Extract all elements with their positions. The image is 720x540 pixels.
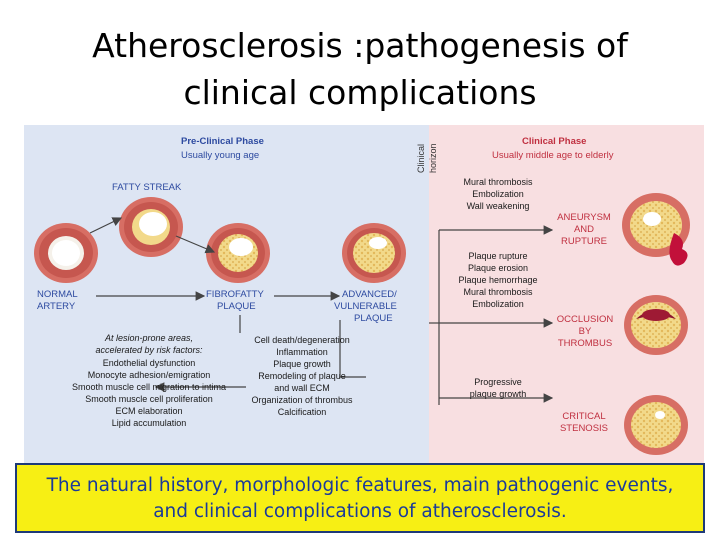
caption-line-1: The natural history, morphologic feature… bbox=[46, 475, 674, 496]
plaque-events-block: Cell death/degeneration Inflammation Pla… bbox=[251, 335, 353, 417]
risk-factors-block: At lesion-prone areas, accelerated by ri… bbox=[72, 333, 226, 428]
clinical-arrows bbox=[429, 225, 554, 405]
advanced-label-1: ADVANCED/ bbox=[342, 289, 397, 300]
clinical-subtitle: Usually middle age to elderly bbox=[492, 150, 614, 161]
risk-factor-item: Lipid accumulation bbox=[112, 418, 187, 428]
aneurysm-artery-image bbox=[622, 193, 690, 266]
caption-line-2: and clinical complications of atheroscle… bbox=[153, 501, 567, 522]
normal-artery-label-2: ARTERY bbox=[37, 301, 76, 312]
outcome-label-line: RUPTURE bbox=[561, 236, 607, 247]
plaque-event-item: Plaque growth bbox=[273, 359, 331, 369]
outcome-label-line: THROMBUS bbox=[558, 338, 612, 349]
progression-arrows bbox=[89, 217, 366, 392]
clinical-event-item: Plaque rupture bbox=[468, 251, 527, 261]
preclinical-subtitle: Usually young age bbox=[181, 150, 259, 161]
figure-caption: The natural history, morphologic feature… bbox=[15, 463, 705, 533]
outcome-label-line: BY bbox=[579, 326, 592, 337]
outcome-label-line: OCCLUSION bbox=[557, 314, 614, 325]
clinical-horizon-line1: Clinical bbox=[416, 144, 426, 173]
clinical-event-item: plaque growth bbox=[470, 389, 527, 399]
risk-factor-item: Smooth muscle cell proliferation bbox=[85, 394, 213, 404]
clinical-event-item: Wall weakening bbox=[467, 201, 530, 211]
occlusion-causes: Plaque rupture Plaque erosion Plaque hem… bbox=[458, 251, 537, 309]
clinical-event-item: Progressive bbox=[474, 377, 522, 387]
risk-factor-item: Endothelial dysfunction bbox=[103, 358, 196, 368]
plaque-event-item: Calcification bbox=[278, 407, 327, 417]
outcome-label-line: CRITICAL bbox=[562, 411, 605, 422]
outcome-label-line: ANEURYSM bbox=[557, 212, 611, 223]
occlusion-artery-image bbox=[624, 295, 688, 355]
title-line-1: Atherosclerosis :pathogenesis of bbox=[92, 26, 628, 65]
risk-factor-item: ECM elaboration bbox=[115, 406, 182, 416]
outcome-label-line: STENOSIS bbox=[560, 423, 608, 434]
outcome-label-line: AND bbox=[574, 224, 594, 235]
advanced-artery-image bbox=[342, 223, 406, 283]
clinical-event-item: Plaque erosion bbox=[468, 263, 528, 273]
title-line-2: clinical complications bbox=[183, 73, 537, 112]
fibrofatty-label-2: PLAQUE bbox=[217, 301, 256, 312]
clinical-event-item: Plaque hemorrhage bbox=[458, 275, 537, 285]
plaque-event-item: Organization of thrombus bbox=[251, 395, 353, 405]
plaque-event-item: and wall ECM bbox=[274, 383, 330, 393]
clinical-event-item: Mural thrombosis bbox=[463, 177, 533, 187]
aneurysm-causes: Mural thrombosis Embolization Wall weake… bbox=[463, 177, 533, 211]
risk-factors-header-1: At lesion-prone areas, bbox=[104, 333, 193, 343]
plaque-event-item: Inflammation bbox=[276, 347, 328, 357]
pathogenesis-diagram: Pre-Clinical Phase Usually young age Cli… bbox=[24, 125, 704, 465]
risk-factors-header-2: accelerated by risk factors: bbox=[95, 345, 203, 355]
stenosis-label: CRITICAL STENOSIS bbox=[560, 411, 608, 434]
risk-factor-item: Smooth muscle cell migration to intima bbox=[72, 382, 226, 392]
fibrofatty-artery-image bbox=[206, 223, 270, 283]
page-title: Atherosclerosis :pathogenesis of clinica… bbox=[0, 22, 720, 116]
preclinical-panel bbox=[24, 125, 429, 465]
clinical-title: Clinical Phase bbox=[522, 136, 586, 147]
fibrofatty-label-1: FIBROFATTY bbox=[206, 289, 265, 300]
risk-factor-item: Monocyte adhesion/emigration bbox=[88, 370, 211, 380]
plaque-event-item: Cell death/degeneration bbox=[254, 335, 350, 345]
stenosis-artery-image bbox=[624, 395, 688, 455]
preclinical-title: Pre-Clinical Phase bbox=[181, 136, 264, 147]
fatty-streak-artery-image bbox=[119, 197, 183, 257]
clinical-horizon-line2: horizon bbox=[428, 143, 438, 173]
stenosis-causes: Progressive plaque growth bbox=[470, 377, 527, 399]
occlusion-label: OCCLUSION BY THROMBUS bbox=[557, 314, 614, 349]
clinical-event-item: Embolization bbox=[472, 189, 524, 199]
plaque-event-item: Remodeling of plaque bbox=[258, 371, 346, 381]
normal-artery-image bbox=[34, 223, 98, 283]
clinical-event-item: Embolization bbox=[472, 299, 524, 309]
advanced-label-3: PLAQUE bbox=[354, 313, 393, 324]
normal-artery-label-1: NORMAL bbox=[37, 289, 78, 300]
advanced-label-2: VULNERABLE bbox=[334, 301, 397, 312]
fatty-streak-label: FATTY STREAK bbox=[112, 182, 182, 193]
clinical-event-item: Mural thrombosis bbox=[463, 287, 533, 297]
aneurysm-label: ANEURYSM AND RUPTURE bbox=[557, 212, 611, 247]
